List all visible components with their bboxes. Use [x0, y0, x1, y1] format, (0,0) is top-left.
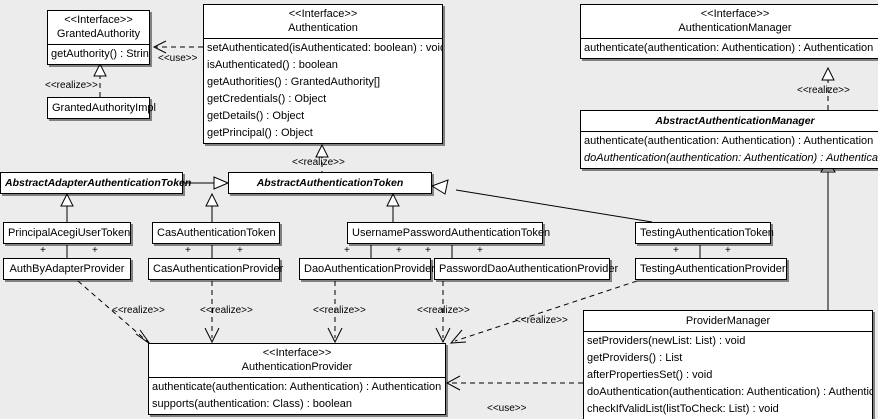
- authentication-divider: [204, 38, 442, 39]
- testing-authentication-provider-name: TestingAuthenticationProvider: [640, 263, 786, 275]
- abstract-authentication-manager-name: AbstractAuthenticationManager: [655, 115, 815, 127]
- authentication-members: setAuthenticated(isAuthenticated: boolea…: [204, 39, 442, 143]
- member-set-authenticated: setAuthenticated(isAuthenticated: boolea…: [207, 42, 442, 54]
- abstract-authentication-token-name: AbstractAuthenticationToken: [256, 177, 404, 189]
- authentication-provider-members: authenticate(authentication: Authenticat…: [149, 378, 445, 414]
- plus-principal-acegi-left: +: [40, 245, 46, 256]
- granted-authority-name: GrantedAuthority: [56, 28, 141, 40]
- provider-manager-name: ProviderManager: [685, 315, 771, 327]
- label-realize-abstract-authentication-manager: <<realize>>: [797, 85, 850, 96]
- granted-authority-members: getAuthority() : String: [48, 45, 149, 64]
- label-realize-password-dao-authentication-provider: <<realize>>: [417, 305, 470, 316]
- abstract-authentication-manager-divider: [581, 131, 878, 132]
- authentication-manager-members: authenticate(authentication: Authenticat…: [581, 39, 878, 58]
- class-box-auth-by-adapter-provider[interactable]: AuthByAdapterProvider: [3, 258, 131, 280]
- label-use-provider-manager-authentication-provider: <<use>>: [487, 403, 527, 414]
- provider-manager-members: setProviders(newList: List) : void getPr…: [584, 332, 872, 419]
- abstract-adapter-authentication-token-name: AbstractAdapterAuthenticationToken: [5, 177, 192, 189]
- authentication-stereotype: <<Interface>>: [288, 8, 358, 20]
- plus-userpass-token-3: +: [425, 245, 431, 256]
- authentication-provider-header: <<Interface>> AuthenticationProvider: [149, 344, 445, 377]
- authentication-provider-name: AuthenticationProvider: [241, 361, 353, 373]
- label-use-authentication-grantedauthority: <<use>>: [158, 53, 198, 64]
- plus-testing-token-right: +: [725, 245, 731, 256]
- class-box-dao-authentication-provider[interactable]: DaoAuthenticationProvider: [299, 258, 435, 280]
- class-box-password-dao-authentication-provider[interactable]: PasswordDaoAuthenticationProvider: [434, 258, 619, 280]
- granted-authority-divider: [48, 44, 149, 45]
- class-box-username-password-authentication-token[interactable]: UsernamePasswordAuthenticationToken: [347, 222, 551, 244]
- authentication-manager-header: <<Interface>> AuthenticationManager: [581, 5, 878, 38]
- class-box-abstract-authentication-manager[interactable]: AbstractAuthenticationManager authentica…: [580, 110, 878, 169]
- member-get-principal: getPrincipal() : Object: [207, 127, 313, 139]
- plus-userpass-token-4: +: [477, 245, 483, 256]
- username-password-authentication-token-name: UsernamePasswordAuthenticationToken: [352, 227, 551, 239]
- class-box-granted-authority[interactable]: <<Interface>> GrantedAuthority getAuthor…: [47, 10, 150, 65]
- plus-testing-token-left: +: [673, 245, 679, 256]
- class-box-authentication-manager[interactable]: <<Interface>> AuthenticationManager auth…: [580, 4, 878, 59]
- plus-cas-token-right: +: [237, 245, 243, 256]
- label-realize-provider-manager: <<realize>>: [515, 315, 568, 326]
- class-box-testing-authentication-token[interactable]: TestingAuthenticationToken: [635, 222, 774, 244]
- class-box-cas-authentication-token[interactable]: CasAuthenticationToken: [152, 222, 280, 244]
- testing-authentication-token-name: TestingAuthenticationToken: [640, 227, 774, 239]
- granted-authority-header: <<Interface>> GrantedAuthority: [48, 11, 149, 44]
- member-check-if-valid-list: checkIfValidList(listToCheck: List) : vo…: [587, 403, 779, 415]
- authentication-manager-name: AuthenticationManager: [678, 22, 792, 34]
- label-realize-auth-by-adapter-provider: <<realize>>: [112, 305, 165, 316]
- password-dao-authentication-provider-name: PasswordDaoAuthenticationProvider: [439, 263, 619, 275]
- class-box-cas-authentication-provider[interactable]: CasAuthenticationProvider: [148, 258, 284, 280]
- class-box-abstract-adapter-authentication-token[interactable]: AbstractAdapterAuthenticationToken: [0, 172, 192, 194]
- class-box-authentication[interactable]: <<Interface>> Authentication setAuthenti…: [203, 4, 443, 144]
- authentication-provider-stereotype: <<Interface>>: [262, 347, 332, 359]
- authentication-provider-divider: [149, 377, 445, 378]
- authentication-manager-divider: [581, 38, 878, 39]
- auth-by-adapter-provider-name: AuthByAdapterProvider: [9, 263, 125, 275]
- label-realize-granted-authority-impl: <<realize>>: [45, 80, 98, 91]
- plus-principal-acegi-right: +: [92, 245, 98, 256]
- cas-authentication-provider-name: CasAuthenticationProvider: [153, 263, 284, 275]
- granted-authority-impl-name: GrantedAuthorityImpl: [52, 102, 156, 114]
- class-box-provider-manager[interactable]: ProviderManager setProviders(newList: Li…: [583, 310, 873, 419]
- authentication-manager-stereotype: <<Interface>>: [700, 8, 770, 20]
- member-do-authentication: doAuthentication(authentication: Authent…: [587, 386, 872, 398]
- member-after-properties-set: afterPropertiesSet() : void: [587, 369, 713, 381]
- member-get-credentials: getCredentials() : Object: [207, 93, 327, 105]
- class-box-abstract-authentication-token[interactable]: AbstractAuthenticationToken: [228, 172, 432, 194]
- class-box-granted-authority-impl[interactable]: GrantedAuthorityImpl: [47, 97, 156, 119]
- class-box-testing-authentication-provider[interactable]: TestingAuthenticationProvider: [635, 258, 787, 280]
- member-authenticate: authenticate(authentication: Authenticat…: [152, 381, 442, 393]
- principal-acegi-user-token-name: PrincipalAcegiUserToken: [8, 227, 131, 239]
- plus-userpass-token-1: +: [344, 245, 350, 256]
- label-realize-dao-authentication-provider: <<realize>>: [313, 305, 366, 316]
- member-get-authorities: getAuthorities() : GrantedAuthority[]: [207, 76, 381, 88]
- member-do-authentication: doAuthentication(authentication: Authent…: [584, 152, 878, 164]
- member-get-authority: getAuthority() : String: [51, 48, 149, 60]
- label-realize-cas-authentication-provider: <<realize>>: [200, 305, 253, 316]
- member-get-details: getDetails() : Object: [207, 110, 305, 122]
- plus-userpass-token-2: +: [396, 245, 402, 256]
- member-get-providers: getProviders() : List: [587, 352, 683, 364]
- member-supports: supports(authentication: Class) : boolea…: [152, 398, 352, 410]
- class-box-authentication-provider[interactable]: <<Interface>> AuthenticationProvider aut…: [148, 343, 446, 415]
- member-authenticate: authenticate(authentication: Authenticat…: [584, 135, 874, 147]
- provider-manager-divider: [584, 331, 872, 332]
- abstract-authentication-manager-members: authenticate(authentication: Authenticat…: [581, 132, 878, 168]
- dao-authentication-provider-name: DaoAuthenticationProvider: [304, 263, 435, 275]
- member-authenticate: authenticate(authentication: Authenticat…: [584, 42, 874, 54]
- cas-authentication-token-name: CasAuthenticationToken: [157, 227, 276, 239]
- class-box-principal-acegi-user-token[interactable]: PrincipalAcegiUserToken: [3, 222, 131, 244]
- plus-cas-token-left: +: [185, 245, 191, 256]
- member-set-providers: setProviders(newList: List) : void: [587, 335, 746, 347]
- authentication-header: <<Interface>> Authentication: [204, 5, 442, 38]
- authentication-name: Authentication: [288, 22, 358, 34]
- granted-authority-stereotype: <<Interface>>: [64, 14, 133, 26]
- label-realize-abstract-authentication-token: <<realize>>: [292, 157, 345, 168]
- member-is-authenticated: isAuthenticated() : boolean: [207, 59, 338, 71]
